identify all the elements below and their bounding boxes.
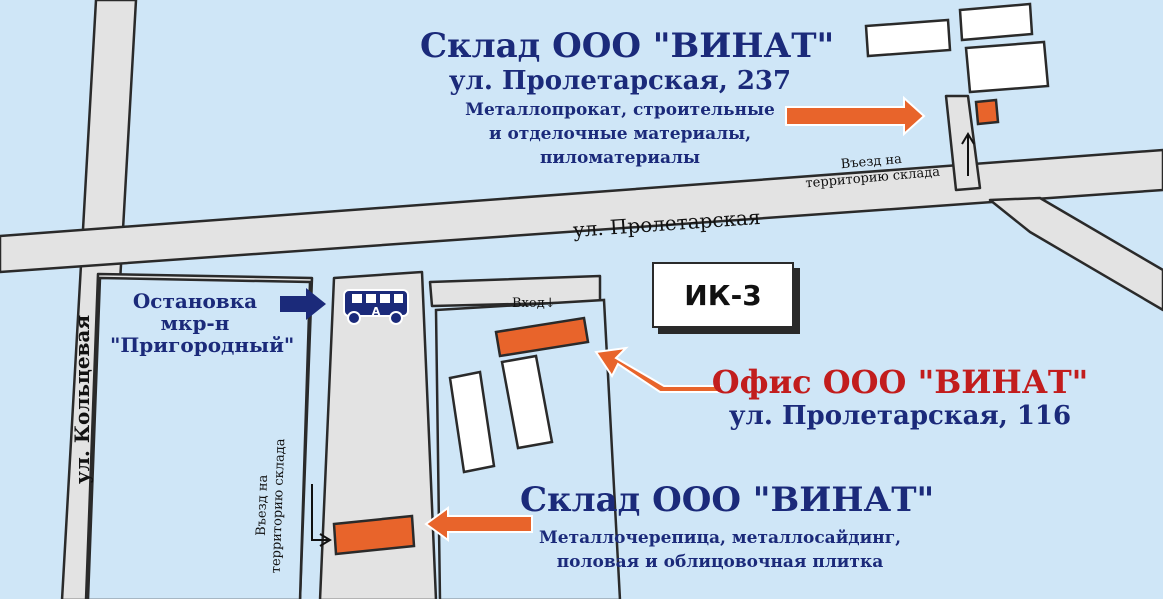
pointer-arrows xyxy=(424,95,926,542)
marker-south-warehouse xyxy=(332,514,416,556)
office-address: ул. Пролетарская, 116 xyxy=(728,401,1072,431)
warehouse-north-title: Склад ООО "ВИНАТ" xyxy=(420,26,835,66)
road-proletarskaya xyxy=(0,148,1163,274)
warehouse-south-goods: Металлочерепица, металлосайдинг, половая… xyxy=(520,526,920,574)
building-nw-2 xyxy=(958,2,1034,42)
warehouse-north-label: Склад ООО "ВИНАТ" ул. Пролетарская, 237 xyxy=(420,26,835,96)
warehouse-north-goods: Металлопрокат, строительные и отделочные… xyxy=(440,98,800,170)
warehouse-south-entry: Въезд на территорию склада xyxy=(252,420,290,591)
arrow-north-warehouse xyxy=(785,95,926,137)
marker-north-warehouse xyxy=(974,98,1000,126)
marker-office-building xyxy=(494,316,590,358)
entry-arrow-south xyxy=(311,484,328,541)
office-entrance-label: Вход↓ xyxy=(512,296,556,311)
building-nw-1 xyxy=(864,18,952,58)
warehouse-south-goods-line2: половая и облицовочная плитка xyxy=(556,552,884,572)
street-label-koltsevaya: ул. Кольцевая xyxy=(70,314,94,484)
warehouse-north-goods-line1: Металлопрокат, строительные xyxy=(465,100,775,120)
bus-stop-label: Остановка мкр-н "Пригородный" xyxy=(110,289,295,357)
warehouse-north-address: ул. Пролетарская, 237 xyxy=(448,66,792,96)
markers xyxy=(332,98,1000,556)
road-right-branch xyxy=(988,196,1163,312)
bus-stop-line2: мкр-н xyxy=(160,311,230,335)
warehouse-south-label: Склад ООО "ВИНАТ" xyxy=(520,480,935,520)
bus-letter: А xyxy=(372,305,381,318)
prison-block-ik3: ИК-3 xyxy=(652,262,794,328)
office-entrance-arrow: ↓ xyxy=(544,296,556,311)
office-label: Офис ООО "ВИНАТ" ул. Пролетарская, 116 xyxy=(700,364,1100,432)
office-title-quoted: "ВИНАТ" xyxy=(917,363,1089,401)
warehouse-south-goods-line1: Металлочерепица, металлосайдинг, xyxy=(538,528,902,548)
arrow-bus-stop xyxy=(280,288,326,320)
arrow-office xyxy=(594,346,721,393)
entry-arrows xyxy=(311,132,975,547)
bus-stop-line3: "Пригородный" xyxy=(110,333,295,357)
block-left-lower xyxy=(86,276,312,599)
office-entrance-text: Вход xyxy=(512,296,545,311)
building-center-1 xyxy=(448,370,496,474)
office-title-prefix: Офис ООО xyxy=(711,363,918,401)
warehouse-north-goods-line3: пиломатериалы xyxy=(539,148,701,168)
building-center-2 xyxy=(500,354,554,450)
building-nw-3 xyxy=(964,40,1050,94)
bus-icon: А xyxy=(343,289,409,325)
buildings xyxy=(448,2,1050,474)
bus-stop-line1: Остановка xyxy=(132,289,258,313)
warehouse-north-goods-line2: и отделочные материалы, xyxy=(488,124,752,144)
arrow-south-warehouse xyxy=(424,506,533,542)
warehouse-south-title: Склад ООО "ВИНАТ" xyxy=(520,480,935,520)
prison-block-label: ИК-3 xyxy=(684,278,762,312)
